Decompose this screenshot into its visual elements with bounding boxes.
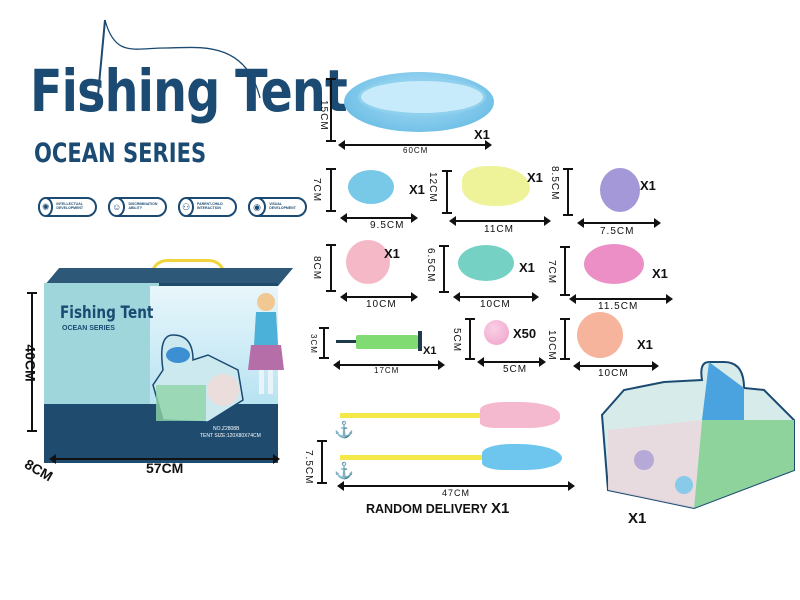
crab-qty: X1	[652, 266, 668, 281]
rod-pole	[340, 455, 490, 460]
box-height-dimension	[27, 292, 37, 432]
dolphin-height-dimension	[326, 244, 336, 292]
box-subtitle: OCEAN SERIES	[62, 325, 115, 332]
rod-qty: X1	[491, 500, 510, 517]
box-width-dimension	[49, 454, 280, 464]
rod-width-label: 47CM	[442, 488, 471, 498]
turtle-height-dimension	[560, 318, 570, 360]
stingray-width-label: 11CM	[484, 224, 514, 235]
blue-fish-qty: X1	[409, 182, 425, 197]
pump-handle	[418, 331, 422, 351]
box-width-label: 57CM	[146, 460, 184, 476]
box-title: Fishing Tent	[60, 303, 154, 323]
rod-width-dimension	[337, 481, 575, 491]
ball-width-label: 5CM	[503, 364, 528, 375]
stingray-height-dimension	[442, 170, 452, 214]
random-delivery-label: RANDOM DELIVERY X1	[366, 500, 509, 517]
pump-nozzle	[336, 340, 356, 343]
turtle-image	[577, 312, 623, 358]
green-whale-height-dimension	[439, 245, 449, 293]
feature-badge: ☺Discrimination Ability	[108, 197, 167, 217]
dolphin-height-label: 8CM	[311, 256, 322, 281]
feature-badge: ⚇Parent-Child Interaction	[178, 197, 237, 217]
pool-width-label: 60CM	[403, 146, 429, 155]
green-whale-height-label: 6.5CM	[425, 248, 436, 283]
box-tent-size: TENT SIZE:120X80X74CM	[200, 433, 261, 439]
stingray-width-dimension	[449, 216, 551, 226]
brand-subtitle: OCEAN SERIES	[34, 138, 207, 169]
rod-height-dimension	[317, 440, 327, 484]
pool-height-label: 15CM	[318, 100, 329, 131]
pump-width-label: 17CM	[374, 366, 400, 375]
feature-badge: ◉Visual Development	[248, 197, 307, 217]
box-height-label: 40CM	[22, 344, 39, 382]
crab-width-dimension	[569, 294, 673, 304]
box-model-number: NO.Z2808B	[213, 426, 240, 432]
hook-icon: ⚓	[334, 422, 354, 439]
crab-width-label: 11.5CM	[598, 301, 639, 312]
octopus-width-dimension	[577, 218, 661, 228]
green-whale-width-dimension	[453, 292, 539, 302]
pool-inner	[358, 78, 486, 116]
ball-width-dimension	[477, 357, 546, 367]
turtle-height-label: 10CM	[546, 330, 557, 361]
dolphin-width-dimension	[340, 292, 418, 302]
crab-image	[584, 244, 644, 284]
pool-qty: X1	[474, 127, 490, 142]
pump-height-label: 3CM	[309, 334, 318, 354]
blue-fish-height-dimension	[326, 168, 336, 212]
turtle-width-label: 10CM	[598, 368, 629, 379]
octopus-height-label: 8.5CM	[549, 166, 560, 201]
rod-pole	[340, 413, 480, 418]
green-whale-qty: X1	[519, 260, 535, 275]
stingray-image	[462, 166, 530, 206]
random-delivery-text: RANDOM DELIVERY	[366, 502, 488, 516]
octopus-height-dimension	[563, 168, 573, 216]
rod-handle	[480, 402, 560, 428]
blue-fish-height-label: 7CM	[311, 178, 322, 203]
brain-icon: ✺	[38, 197, 54, 217]
girl-image	[248, 293, 284, 394]
turtle-width-dimension	[573, 361, 659, 371]
octopus-image	[600, 168, 640, 212]
rod-handle	[482, 444, 562, 470]
rod-height-label: 7.5CM	[303, 450, 314, 485]
pump-width-dimension	[333, 360, 445, 370]
dolphin-image	[346, 240, 390, 284]
stingray-height-label: 12CM	[427, 172, 438, 203]
pump-qty: X1	[423, 345, 437, 357]
ball-qty: X50	[513, 326, 537, 341]
discrimination-icon: ☺	[108, 197, 126, 217]
pump-image	[356, 335, 418, 349]
crab-height-label: 7CM	[546, 260, 557, 285]
ball-image	[484, 320, 509, 345]
turtle-qty: X1	[637, 337, 653, 352]
stingray-qty: X1	[527, 170, 543, 185]
pump-height-dimension	[319, 327, 329, 359]
blue-fish-width-label: 9.5CM	[370, 220, 405, 231]
green-whale-image	[458, 245, 514, 281]
pool-width-dimension	[338, 140, 492, 150]
brand-title: Fishing Tent	[30, 57, 348, 125]
ball-height-dimension	[465, 318, 475, 360]
ball-height-label: 5CM	[451, 328, 462, 353]
ball-pit-tent-image	[600, 361, 795, 510]
dolphin-width-label: 10CM	[366, 299, 397, 310]
feature-badges: ✺Intellectual Development ☺Discriminatio…	[38, 197, 307, 217]
green-whale-width-label: 10CM	[480, 299, 511, 310]
visual-icon: ◉	[248, 197, 267, 217]
parent-child-icon: ⚇	[178, 197, 194, 217]
hook-icon: ⚓	[334, 463, 354, 480]
dolphin-qty: X1	[384, 246, 400, 261]
blue-fish-image	[348, 170, 394, 204]
octopus-width-label: 7.5CM	[600, 226, 635, 237]
fishing-line-icon	[96, 19, 261, 107]
pool-height-dimension	[326, 78, 336, 142]
octopus-qty: X1	[640, 178, 656, 193]
tent-qty: X1	[628, 510, 647, 527]
tent-image	[152, 334, 244, 423]
crab-height-dimension	[560, 246, 570, 296]
feature-badge: ✺Intellectual Development	[38, 197, 97, 217]
blue-fish-width-dimension	[340, 213, 418, 223]
